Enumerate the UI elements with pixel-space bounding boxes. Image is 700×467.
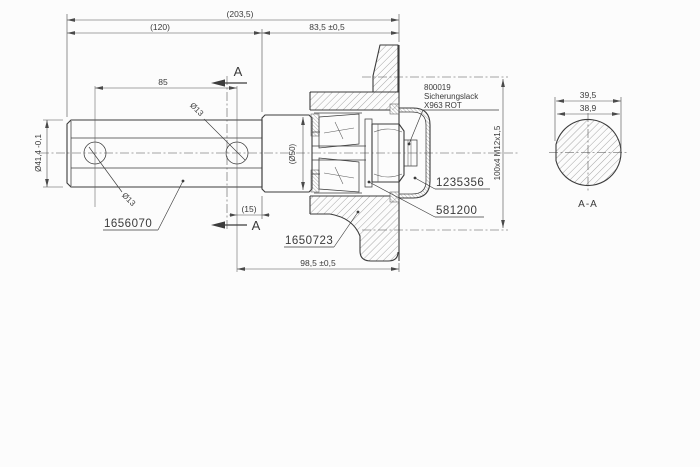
section-arrow-top	[211, 79, 225, 87]
dim-overall-length: (203,5)	[227, 9, 254, 19]
note-line3: X963 ROT	[424, 101, 462, 110]
note-line2: Sicherungslack	[424, 92, 479, 101]
dim-shaft-dia: Ø41,4 -0,1	[34, 134, 43, 172]
collar-outline	[261, 114, 313, 193]
dim-collar-dia: (Ø50)	[288, 143, 297, 164]
flange-section	[309, 44, 400, 262]
dimension-lines	[43, 14, 622, 272]
roller-bottom	[318, 157, 360, 193]
dim-hole-spacing: 85	[158, 77, 168, 87]
part-leaders	[103, 109, 499, 248]
section-labels: A A A-A	[234, 64, 598, 233]
dim-bolt-pattern: 100x4 M12x1,5	[493, 125, 502, 180]
part-number-nut: 581200	[436, 205, 477, 217]
cap-section	[389, 103, 431, 203]
hole-leaders	[88, 118, 246, 193]
nut-section	[364, 118, 418, 188]
part-number-labels: 1656070 1650723 1235356 581200	[104, 177, 484, 247]
dim-hole-dia-left: Ø13	[120, 191, 137, 208]
dim-section-flat: 38,9	[580, 103, 597, 113]
part-number-hub: 1650723	[285, 235, 333, 247]
section-title: A-A	[578, 199, 598, 210]
section-marker-top: A	[234, 64, 243, 79]
dim-hole-to-shoulder: (15)	[241, 204, 256, 214]
roller-top	[318, 113, 360, 149]
note-line1: 800019	[424, 83, 451, 92]
section-aa-view	[555, 118, 622, 187]
section-cut-markers	[211, 79, 247, 229]
dim-hole-dia-right: Ø13	[188, 101, 205, 118]
dim-shaft-length: (120)	[150, 22, 170, 32]
dim-flange-length: 98,5 ±0,5	[300, 258, 336, 268]
sealing-note: 800019 Sicherungslack X963 ROT	[424, 83, 479, 110]
dim-hub-length: 83,5 ±0,5	[309, 22, 345, 32]
section-arrow-bottom	[211, 221, 225, 229]
shaft-outline	[66, 86, 263, 272]
dim-section-width: 39,5	[580, 90, 597, 100]
section-marker-bottom: A	[252, 218, 261, 233]
part-number-cap: 1235356	[436, 177, 484, 189]
bearing-section	[310, 112, 362, 194]
part-number-shaft: 1656070	[104, 218, 152, 230]
